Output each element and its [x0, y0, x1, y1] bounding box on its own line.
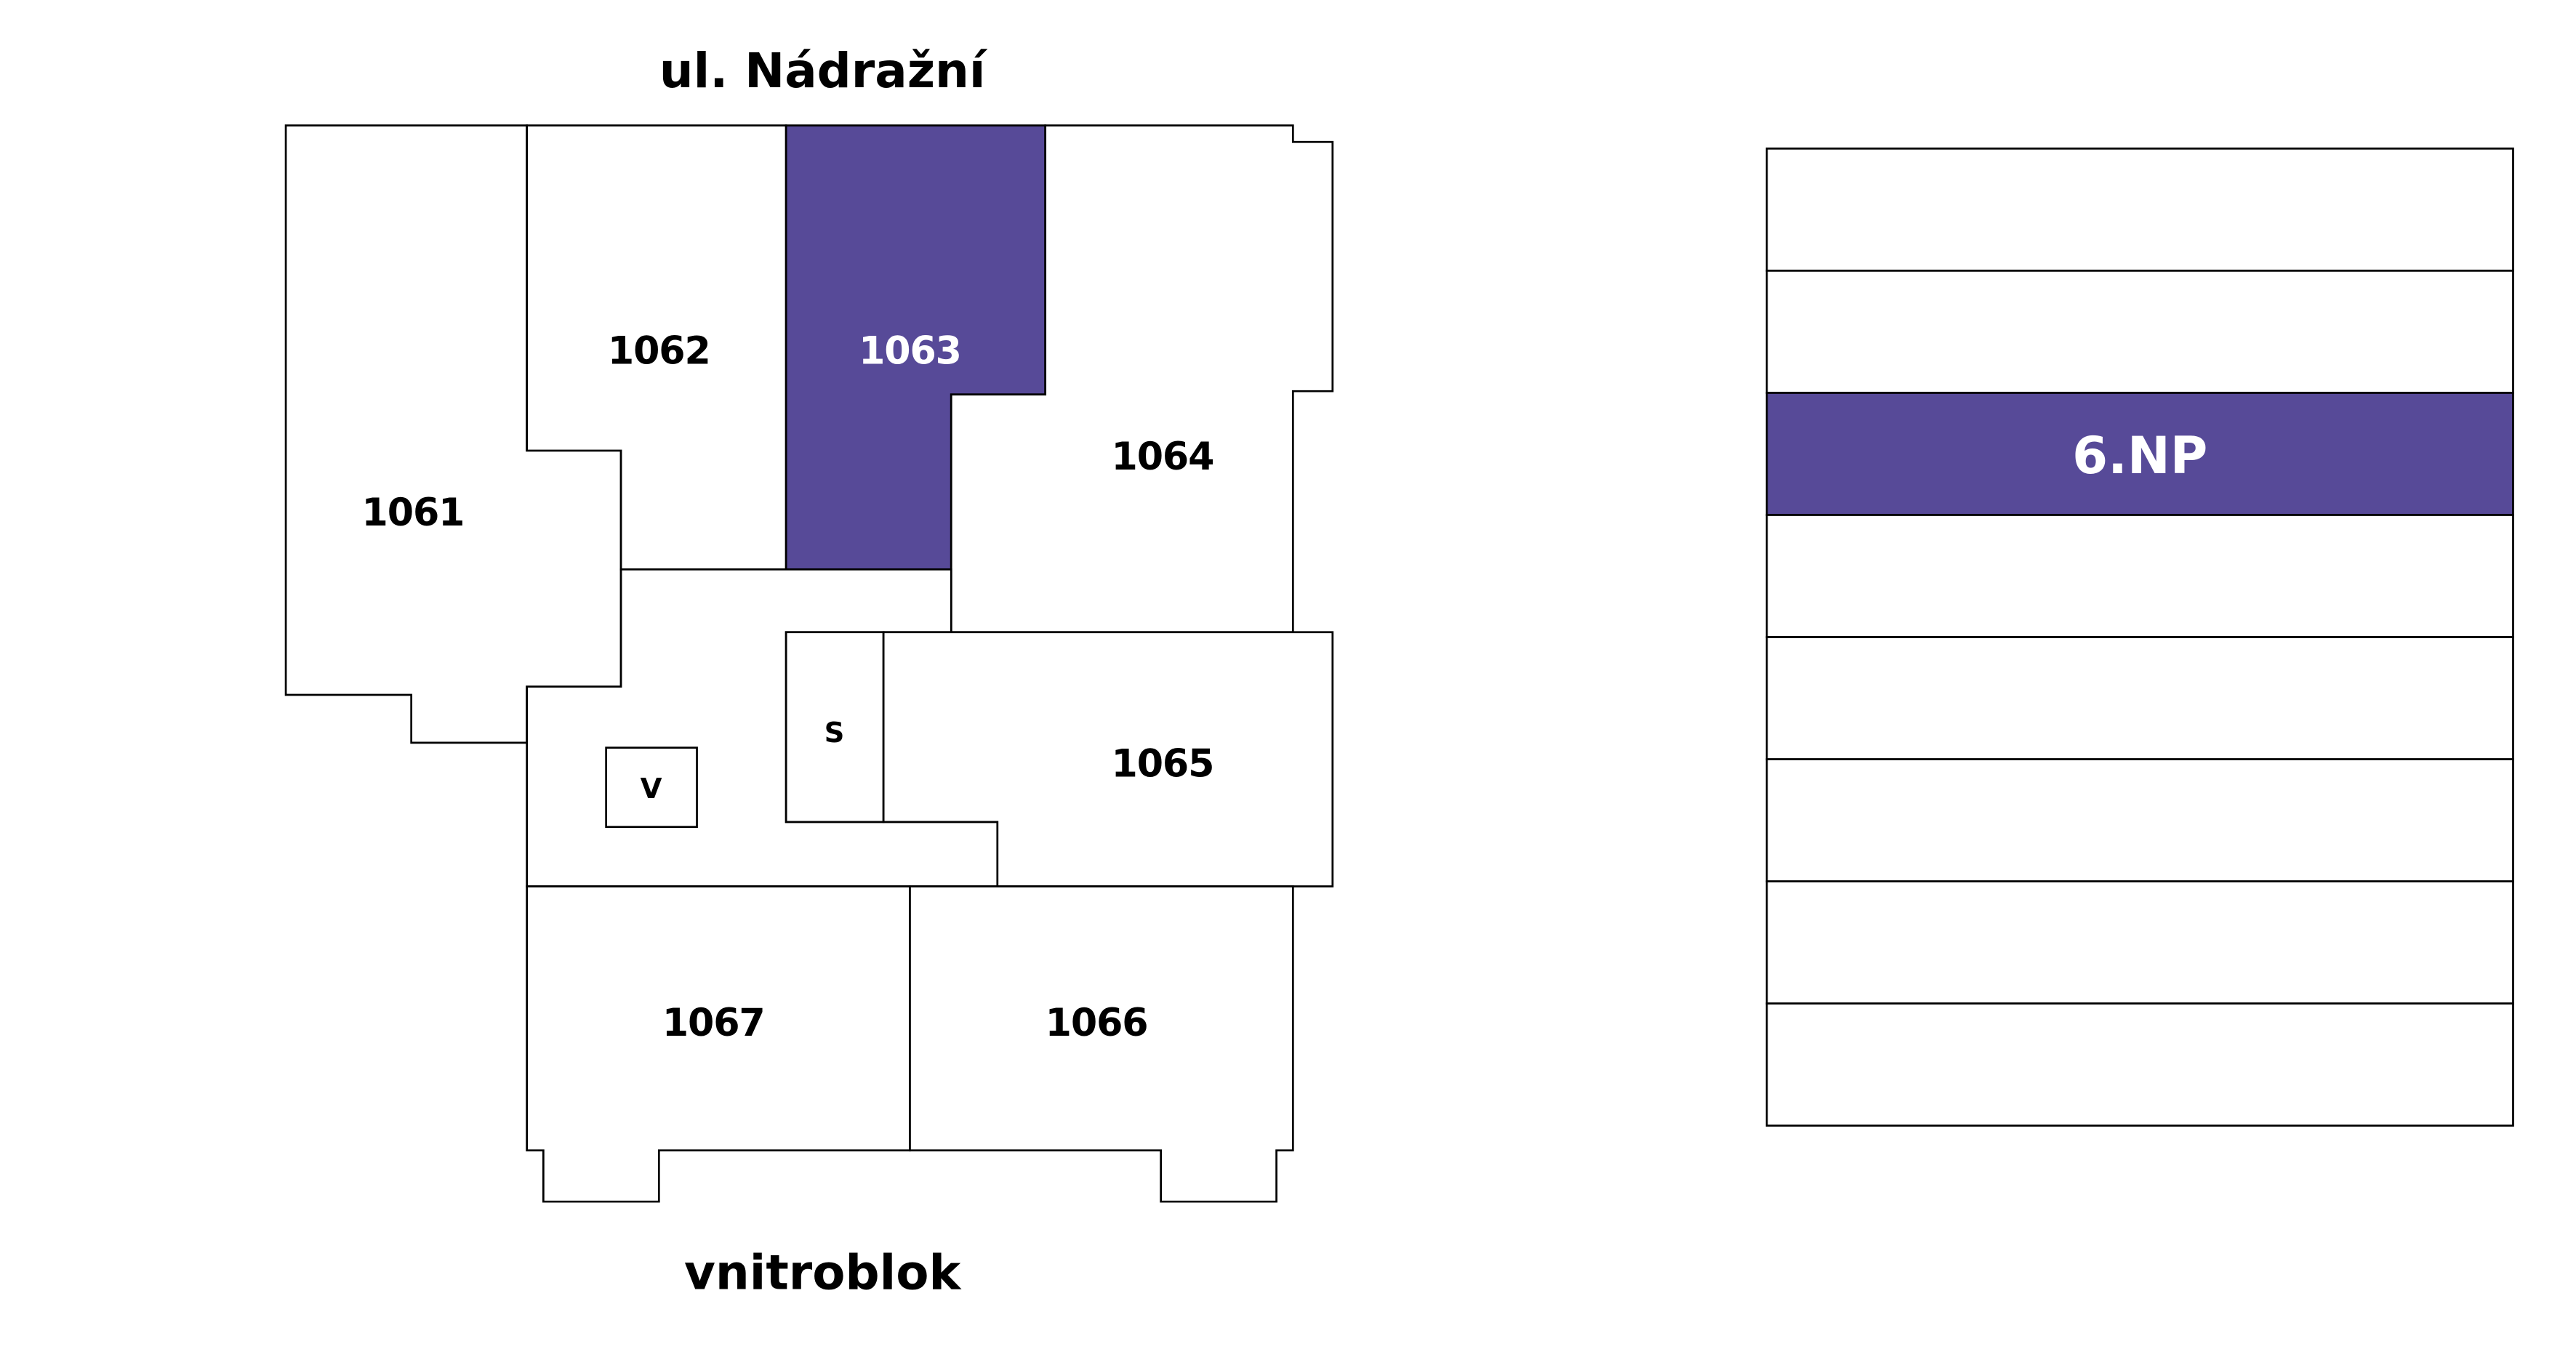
floor-row[interactable] [1765, 636, 2514, 760]
street-label-top: ul. Nádražní [659, 43, 988, 99]
stairs-label: S [824, 717, 844, 749]
unit-1062[interactable]: 1062 [526, 124, 787, 571]
unit-label: 1065 [1112, 742, 1214, 786]
unit-1066[interactable]: 1066 [909, 885, 1294, 1203]
unit-1065[interactable]: 1065 [882, 631, 1334, 887]
unit-label: 1066 [1046, 1002, 1148, 1045]
unit-label: 1067 [662, 1002, 765, 1045]
floor-row-selected[interactable] [1765, 392, 2514, 516]
elevator: V [605, 746, 698, 829]
unit-1064[interactable]: 1064 [950, 124, 1334, 634]
floor-row[interactable] [1765, 514, 2514, 638]
stairs: S [785, 631, 885, 824]
floor-label: 6.NP [2072, 426, 2207, 486]
street-label-bottom: vnitroblok [684, 1244, 962, 1300]
unit-label: 1062 [608, 330, 710, 374]
floor-row[interactable] [1765, 1002, 2514, 1127]
elevator-label: V [641, 773, 662, 805]
floor-selector: 6.NP [1765, 148, 2514, 1127]
floor-row[interactable] [1765, 148, 2514, 272]
unit-label: 1063 [859, 330, 961, 374]
floor-row[interactable] [1765, 758, 2514, 883]
unit-label: 1061 [362, 491, 465, 535]
unit-1061[interactable]: 1061 [284, 124, 622, 744]
unit-1067[interactable]: 1067 [526, 885, 911, 1203]
unit-label: 1064 [1112, 435, 1214, 479]
floor-row[interactable] [1765, 880, 2514, 1005]
floor-row[interactable] [1765, 270, 2514, 394]
